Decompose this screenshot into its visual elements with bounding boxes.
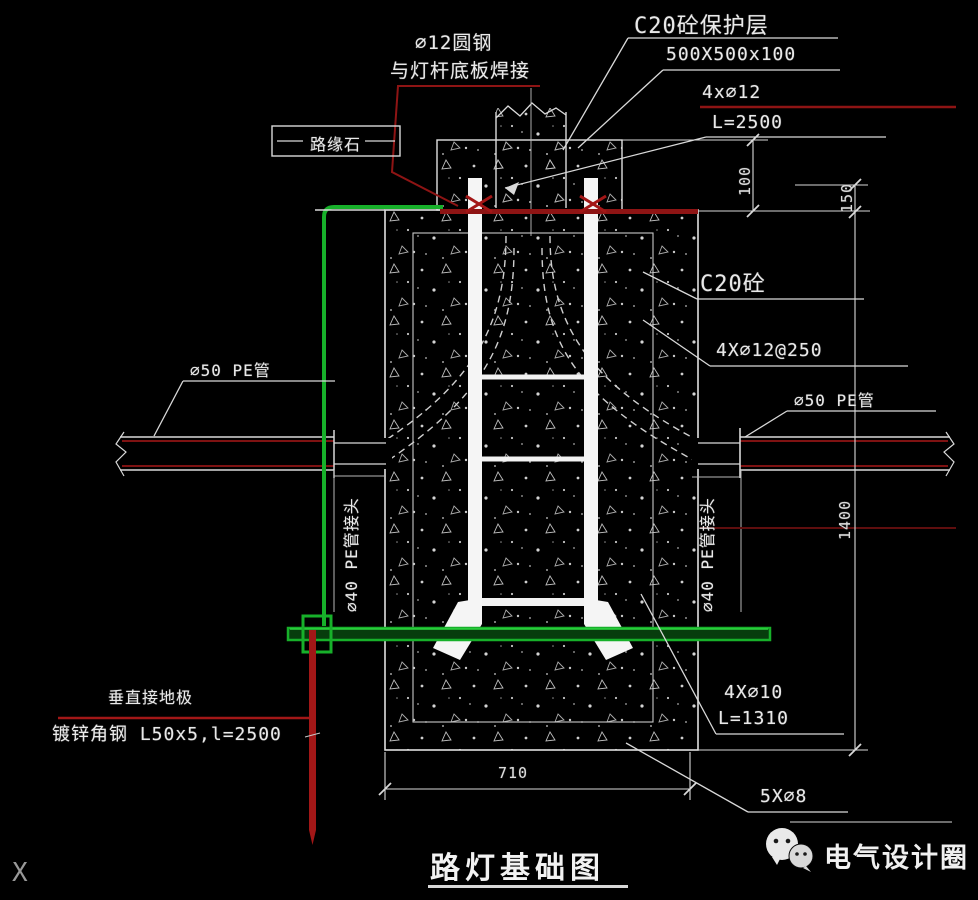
callout-hoops: 5X∅8 <box>760 786 808 807</box>
pipe-left <box>115 430 386 612</box>
title-underline <box>428 885 628 888</box>
watermark-label: 电气设计圈 <box>824 843 969 874</box>
callout-pipe-joint-right: ∅40 PE管接头 <box>698 497 717 612</box>
corner-close-mark: X <box>12 858 28 888</box>
callout-cap-material: C20砼保护层 <box>634 14 769 39</box>
pipe-right <box>692 428 955 612</box>
ground-rod <box>309 630 316 830</box>
callout-round-bar-line2: 与灯杆底板焊接 <box>390 60 531 82</box>
callout-concrete: C20砼 <box>700 272 766 297</box>
leader-lines <box>153 37 952 823</box>
callout-side-bars-length: L=1310 <box>718 708 790 729</box>
callout-pipe-joint-left: ∅40 PE管接头 <box>342 497 361 612</box>
rebar-cage-outline <box>412 232 654 723</box>
callout-side-bars: 4X∅10 <box>724 682 784 703</box>
callout-cap-size: 500X500x100 <box>666 44 797 65</box>
callout-ground-electrode: 垂直接地极 <box>108 688 194 707</box>
callout-ground-electrode-spec: 镀锌角钢 L50x5,l=2500 <box>52 724 282 745</box>
callout-stirrups: 4X∅12@250 <box>716 340 823 361</box>
drawing-title: 路灯基础图 <box>430 851 605 886</box>
callout-anchor-bolts: 4x∅12 <box>702 82 762 103</box>
anchor-bolts <box>433 178 633 660</box>
callout-curb-box: 路缘石 <box>310 135 362 154</box>
dimension-lines <box>378 133 870 800</box>
callout-pipe-right: ∅50 PE管 <box>794 391 875 410</box>
callout-round-bar-line1: ∅12圆钢 <box>415 32 493 54</box>
callout-anchor-bolts-length: L=2500 <box>712 112 784 133</box>
callout-pipe-left: ∅50 PE管 <box>190 361 271 380</box>
foundation-body <box>384 139 699 751</box>
dim-cap-thickness: 100 <box>736 165 754 196</box>
red-annotations <box>58 85 956 845</box>
wechat-icon <box>766 828 814 872</box>
dim-body-height: 1400 <box>836 499 854 540</box>
dim-width: 710 <box>498 764 529 782</box>
dim-top-offset: 150 <box>838 182 856 213</box>
